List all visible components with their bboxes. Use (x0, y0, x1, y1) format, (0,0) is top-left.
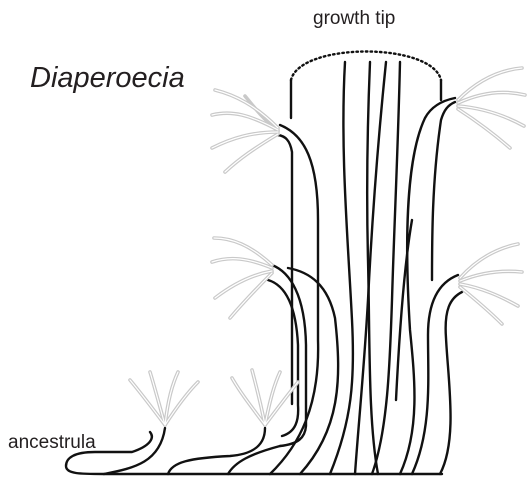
zooid-wall-19 (432, 102, 455, 280)
ancestrula-outline (66, 432, 442, 474)
zooid-wall-2 (168, 428, 265, 474)
zooid-wall-13 (372, 62, 400, 474)
lophophore-upper-right (458, 68, 525, 148)
lophophore-middle-left (212, 238, 272, 318)
zooid-wall-6 (270, 125, 318, 474)
zooid-wall-17 (412, 275, 458, 474)
lophophore-second-zooid (232, 370, 298, 425)
zooid-wall-18 (440, 292, 462, 474)
lophophore-upper-left (212, 90, 278, 172)
lophophore-ancestrula (130, 372, 198, 425)
growth-tip-arc (291, 52, 441, 81)
lophophore-middle-right (460, 244, 522, 324)
zooid-wall-4 (272, 265, 306, 446)
